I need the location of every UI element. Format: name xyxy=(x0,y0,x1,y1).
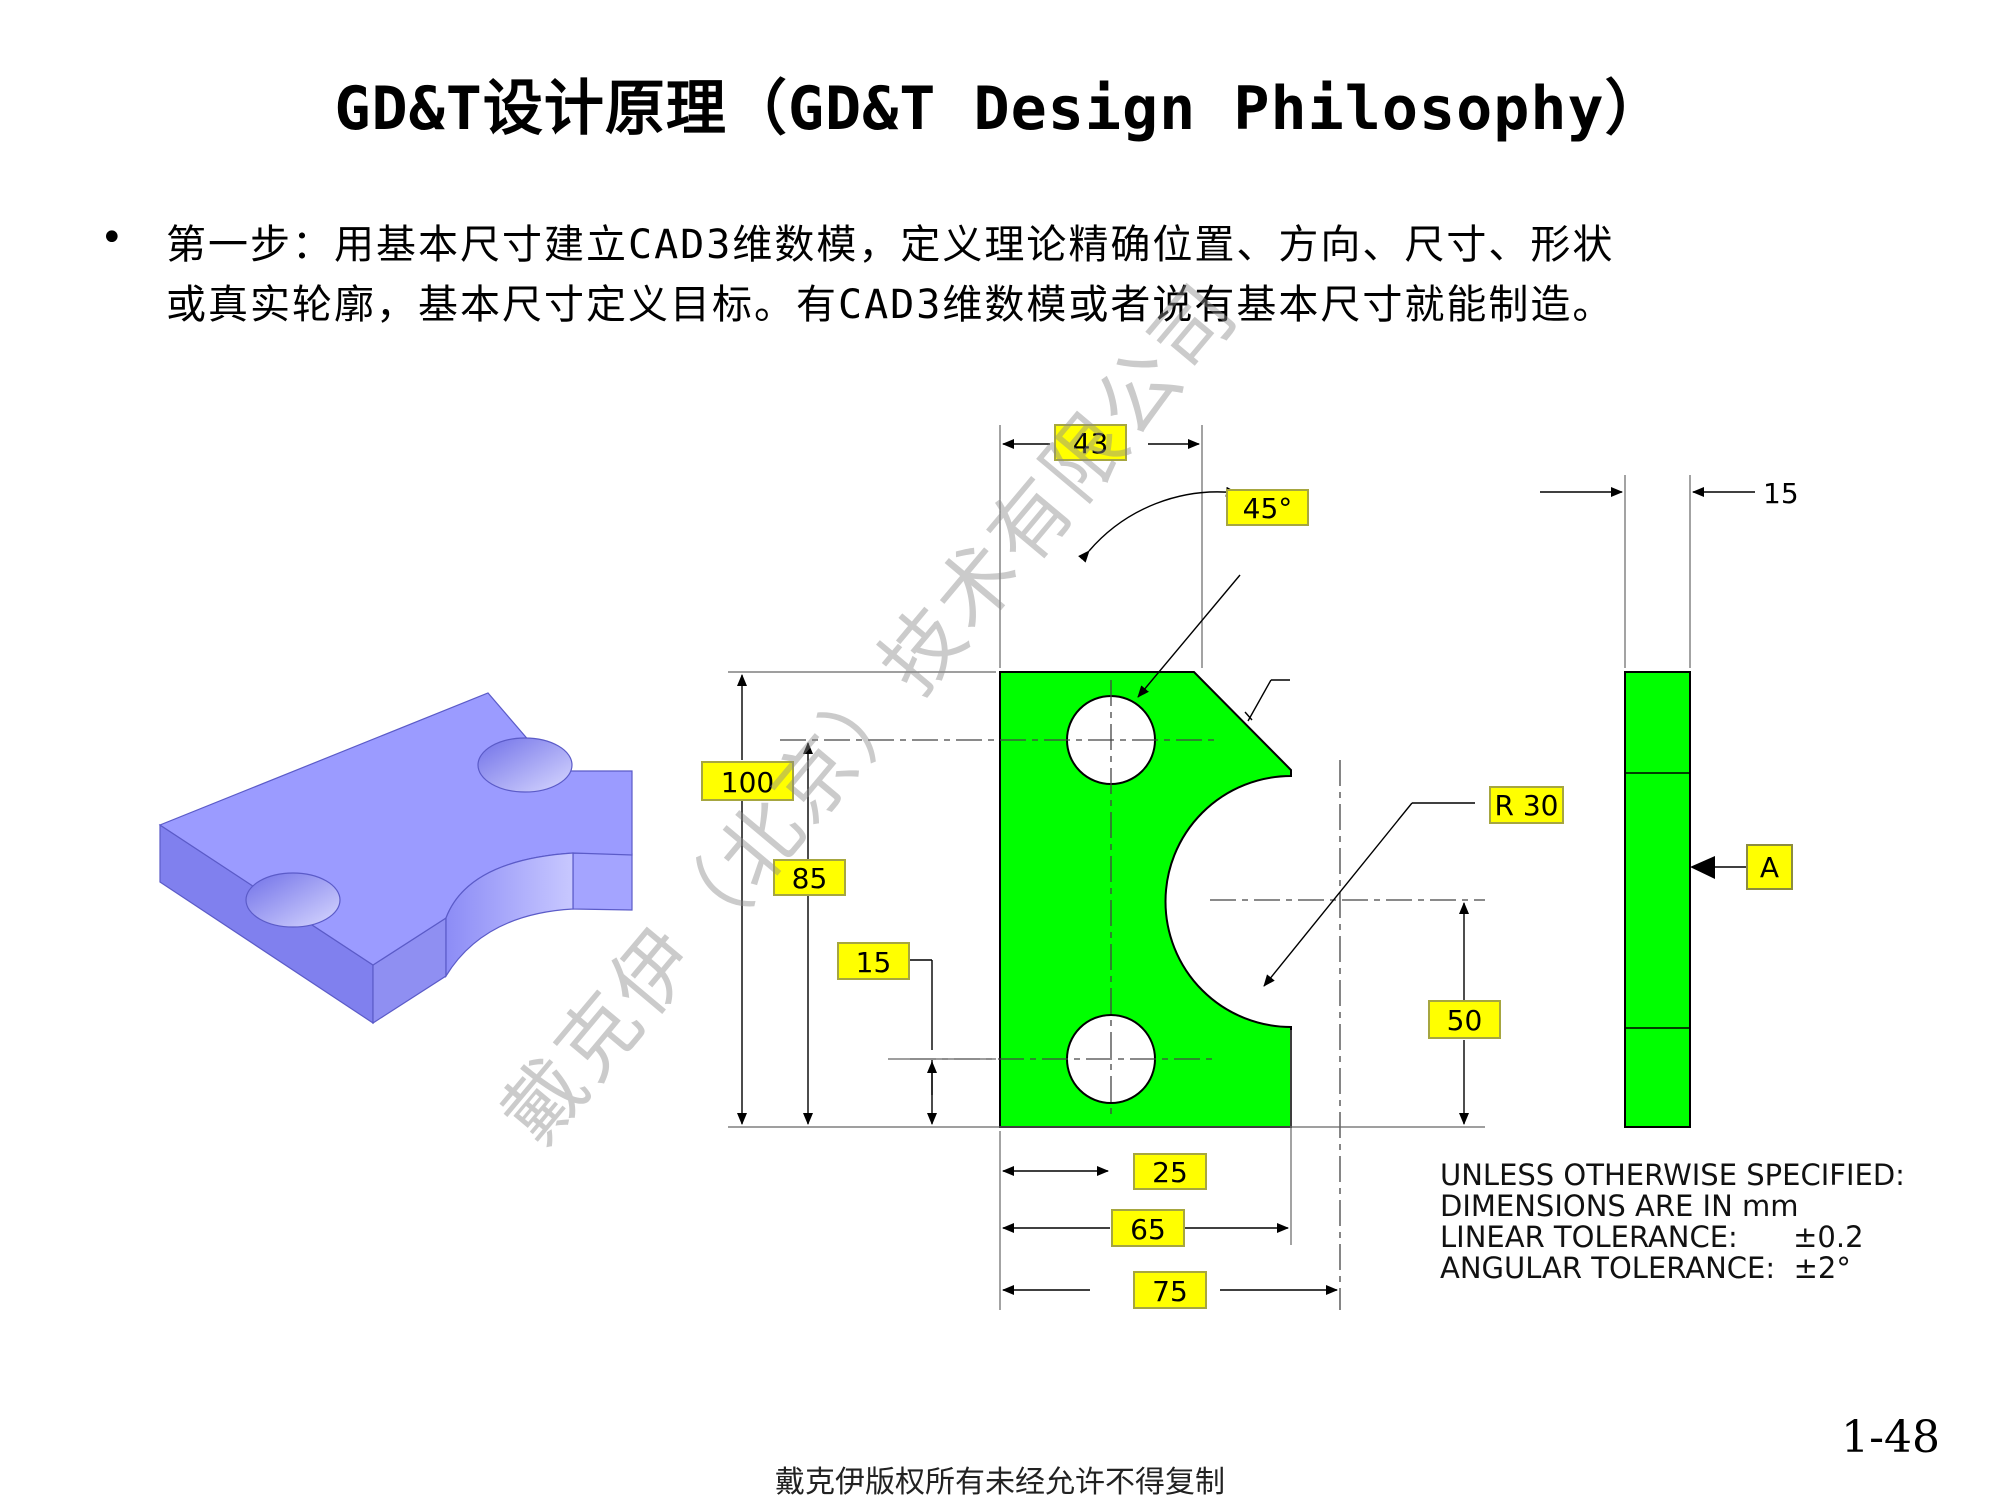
note-line-3: LINEAR TOLERANCE: ±0.2 xyxy=(1440,1220,1864,1254)
datum-label: A xyxy=(1760,851,1779,884)
svg-text:65: 65 xyxy=(1130,1213,1166,1246)
side-view-outline xyxy=(1624,671,1691,1128)
bullet-text: 第一步：用基本尺寸建立CAD3维数模，定义理论精确位置、方向、尺寸、形状 或真实… xyxy=(166,215,1996,335)
iso-arc-surface xyxy=(445,852,574,979)
dim-top-width: 43 xyxy=(1054,424,1127,461)
svg-text:75: 75 xyxy=(1152,1275,1188,1308)
svg-text:43: 43 xyxy=(1073,427,1109,460)
dim-overall-height: 100 xyxy=(701,761,794,801)
dim-upper-hole-height: 85 xyxy=(773,859,846,896)
svg-text:50: 50 xyxy=(1447,1004,1483,1037)
svg-text:25: 25 xyxy=(1152,1156,1188,1189)
page-number: 1-48 xyxy=(1841,1412,1940,1463)
copyright-footer: 戴克伊版权所有未经允许不得复制 xyxy=(775,1465,1225,1500)
bullet-line-1: 第一步：用基本尺寸建立CAD3维数模，定义理论精确位置、方向、尺寸、形状 xyxy=(166,222,1615,268)
svg-text:15: 15 xyxy=(856,946,892,979)
note-line-2: DIMENSIONS ARE IN mm xyxy=(1440,1189,1799,1223)
note-line-4: ANGULAR TOLERANCE: ±2° xyxy=(1440,1251,1851,1285)
dim-side-thickness: 15 xyxy=(1763,477,1799,510)
slide-title: GD&T设计原理（GD&T Design Philosophy） xyxy=(334,74,1666,144)
dim-chamfer-angle: 45° xyxy=(1226,489,1309,526)
dim-lower-hole-x: 25 xyxy=(1133,1153,1207,1190)
dim-overall-width: 75 xyxy=(1133,1271,1207,1309)
iso-hole-upper xyxy=(477,737,573,793)
bullet-dot: • xyxy=(100,215,124,261)
datum-feature-symbol: A xyxy=(1690,844,1793,890)
dim-lower-hole-height: 15 xyxy=(837,942,910,980)
svg-text:15: 15 xyxy=(1763,477,1799,510)
dimension-lines xyxy=(737,439,1755,1295)
svg-text:R 30: R 30 xyxy=(1495,789,1559,822)
centerlines xyxy=(780,680,1485,1310)
side-view-part xyxy=(1624,671,1691,1128)
drawing-notes: UNLESS OTHERWISE SPECIFIED:DIMENSIONS AR… xyxy=(1440,1160,1905,1284)
dimension-boxes: 43 45° 15 100 85 15 R 3 xyxy=(701,424,1799,1309)
note-line-1: UNLESS OTHERWISE SPECIFIED: xyxy=(1440,1158,1905,1192)
iso-hole-lower xyxy=(245,872,341,928)
bullet-line-2: 或真实轮廓，基本尺寸定义目标。有CAD3维数模或者说有基本尺寸就能制造。 xyxy=(166,282,1615,328)
svg-text:85: 85 xyxy=(792,862,828,895)
dim-arc-width: 65 xyxy=(1111,1209,1185,1247)
isometric-part-view xyxy=(158,692,633,1025)
front-view-outline xyxy=(999,671,1292,1128)
iso-right-side-face xyxy=(572,852,633,911)
dim-arc-center-height: 50 xyxy=(1428,1000,1501,1039)
dim-arc-radius: R 30 xyxy=(1489,786,1564,824)
svg-text:100: 100 xyxy=(721,766,774,799)
svg-text:45°: 45° xyxy=(1243,492,1293,525)
